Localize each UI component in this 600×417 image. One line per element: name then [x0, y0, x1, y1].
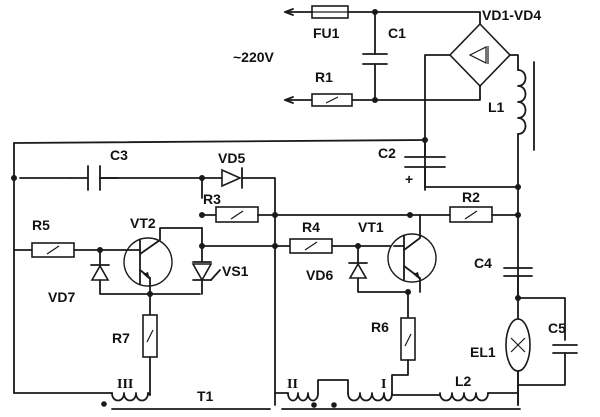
junction-dots	[11, 9, 521, 301]
diode-vd6	[348, 245, 409, 293]
label-l1: L1	[488, 99, 505, 115]
resistor-r2	[409, 206, 519, 223]
label-l2: L2	[455, 373, 472, 389]
label-c3: C3	[110, 147, 128, 163]
label-c2: C2	[378, 145, 396, 161]
capacitor-c2	[404, 139, 519, 188]
lamp-el1	[505, 318, 531, 372]
label-bridge: VD1-VD4	[482, 7, 541, 23]
resistor-r5	[13, 242, 129, 258]
label-vs1: VS1	[222, 263, 249, 279]
resistor-r4	[201, 238, 395, 254]
label-vd7: VD7	[48, 289, 75, 305]
label-vd6: VD6	[306, 267, 333, 283]
label-r5: R5	[32, 217, 50, 233]
top-bus-wire	[13, 139, 519, 406]
diode-vd7	[90, 249, 201, 295]
label-r7: R7	[112, 330, 130, 346]
label-r1: R1	[315, 69, 333, 85]
capacitor-c5	[517, 344, 578, 386]
inductor-l2	[391, 370, 519, 406]
label-el1: EL1	[470, 344, 496, 360]
winding-ii	[274, 379, 349, 408]
label-t1: T1	[197, 388, 214, 404]
label-winding-3: III	[117, 377, 133, 392]
capacitor-c1	[362, 53, 388, 65]
label-vt1: VT1	[358, 219, 384, 235]
label-r2: R2	[462, 189, 480, 205]
label-r4: R4	[302, 219, 320, 235]
thyristor-vs1	[191, 227, 221, 295]
transistor-vt2	[123, 227, 203, 316]
resistor-r1	[311, 93, 353, 107]
label-vt2: VT2	[130, 215, 156, 231]
inductor-l1	[517, 61, 535, 161]
label-c4: C4	[474, 255, 492, 271]
label-voltage: ~220V	[233, 49, 275, 65]
winding-iii	[13, 392, 151, 407]
c3-branch	[19, 165, 203, 199]
label-c2-polarity: +	[405, 171, 413, 187]
winding-i	[331, 392, 393, 408]
label-c1: C1	[388, 25, 406, 41]
resistor-r7	[142, 314, 158, 396]
label-r6: R6	[371, 319, 389, 335]
fuse-fu1	[311, 5, 349, 19]
resistor-r6	[391, 317, 416, 396]
diode-vd5	[201, 167, 276, 406]
label-fu1: FU1	[313, 25, 340, 41]
label-winding-1: I	[381, 377, 386, 392]
label-vd5: VD5	[218, 150, 245, 166]
label-winding-2: II	[287, 377, 298, 392]
capacitor-c4	[503, 267, 566, 341]
mains-input	[284, 8, 481, 104]
label-c5: C5	[548, 320, 566, 336]
bridge-vd1-vd4	[424, 22, 519, 191]
label-r3: R3	[203, 191, 221, 207]
transistor-vt1	[387, 214, 437, 319]
component-labels: FU1 C1 VD1-VD4 ~220V R1 L1 C2 + C3 VD5 R…	[32, 7, 566, 404]
resistor-r3	[201, 206, 411, 223]
